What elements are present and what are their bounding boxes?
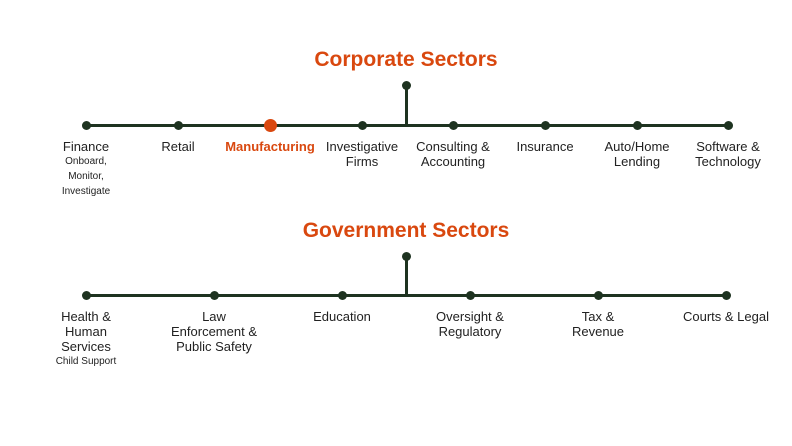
corporate-label: Insurance — [490, 139, 600, 154]
government-node — [465, 291, 475, 300]
corporate-label: Investigative Firms — [307, 139, 417, 169]
government-node — [721, 291, 731, 300]
sector-name: Retail — [161, 139, 195, 154]
corporate-node — [723, 121, 733, 130]
sector-subtext: Onboard, Monitor, Investigate — [61, 156, 111, 197]
sector-name: Education — [313, 309, 371, 324]
government-title: Government Sectors — [302, 219, 510, 242]
corporate-node — [632, 121, 642, 130]
sector-name: Health & Human Services — [61, 309, 111, 354]
sector-name: Investigative Firms — [325, 139, 399, 169]
corporate-node — [540, 121, 550, 130]
sector-name: Software & Technology — [695, 139, 761, 169]
sector-name: Consulting & Accounting — [416, 139, 490, 169]
corporate-node — [448, 121, 458, 130]
corporate-node — [357, 121, 367, 130]
government-label: Tax & Revenue — [543, 309, 653, 339]
sector-name: Finance — [62, 139, 110, 154]
sector-name: Law Enforcement & Public Safety — [171, 309, 257, 354]
government-node — [209, 291, 219, 300]
corporate-label: Consulting & Accounting — [398, 139, 508, 169]
corporate-stem — [405, 86, 408, 126]
sector-subtext: Child Support — [55, 356, 117, 367]
government-stem-dot — [402, 252, 411, 261]
government-label: Education — [287, 309, 397, 324]
corporate-stem-dot — [402, 81, 411, 90]
corporate-label: Software & Technology — [673, 139, 783, 169]
government-label: Oversight & Regulatory — [415, 309, 525, 339]
sector-name: Manufacturing — [225, 139, 315, 154]
sector-name: Auto/Home Lending — [604, 139, 670, 169]
corporate-label: Auto/Home Lending — [582, 139, 692, 169]
corporate-label: Manufacturing — [215, 139, 325, 154]
government-label: Law Enforcement & Public Safety — [159, 309, 269, 354]
government-node — [593, 291, 603, 300]
government-node — [81, 291, 91, 300]
corporate-node — [173, 121, 183, 130]
government-stem — [405, 257, 408, 296]
sector-name: Oversight & Regulatory — [436, 309, 504, 339]
government-node — [337, 291, 347, 300]
corporate-node — [263, 119, 277, 132]
government-label: Courts & Legal — [671, 309, 781, 324]
corporate-title: Corporate Sectors — [314, 48, 498, 71]
corporate-label: Retail — [123, 139, 233, 154]
sector-name: Tax & Revenue — [571, 309, 625, 339]
corporate-node — [81, 121, 91, 130]
sector-name: Insurance — [516, 139, 574, 154]
sector-name: Courts & Legal — [683, 309, 769, 324]
